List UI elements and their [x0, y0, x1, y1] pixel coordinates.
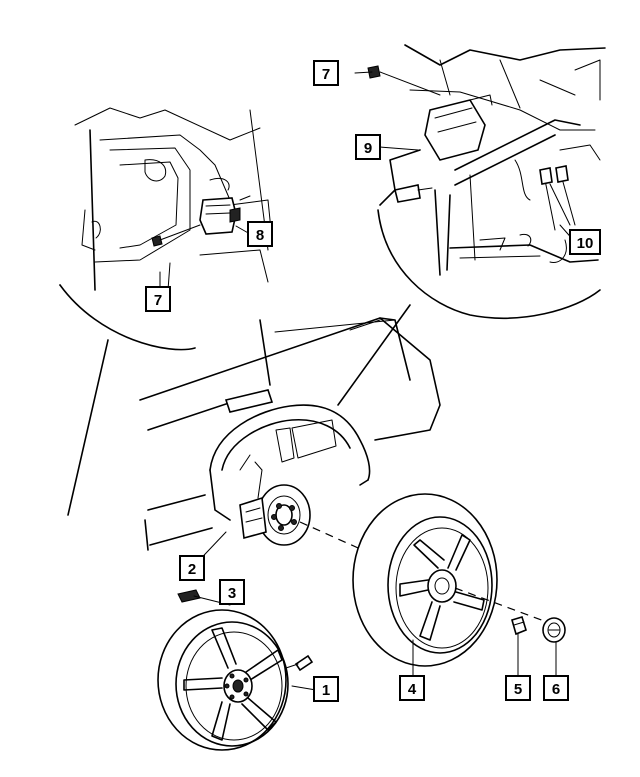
svg-text:5: 5 — [514, 681, 522, 698]
svg-text:2: 2 — [188, 561, 196, 578]
callout-1: 1 — [313, 676, 339, 702]
callout-6: 6 — [543, 675, 569, 701]
leader-line-left — [67, 339, 109, 516]
callout-4: 4 — [399, 675, 425, 701]
callout-3: 3 — [219, 579, 245, 605]
callout-9: 9 — [355, 134, 381, 160]
svg-text:6: 6 — [552, 681, 560, 698]
svg-text:9: 9 — [364, 140, 372, 157]
svg-text:10: 10 — [577, 235, 594, 252]
alloy-wheel — [157, 609, 314, 751]
detail-view-right — [367, 44, 606, 319]
lug-nut — [511, 616, 527, 636]
tpms-sensor — [177, 589, 201, 603]
svg-text:7: 7 — [322, 66, 330, 83]
center-cap — [542, 617, 566, 643]
leader-line-right — [337, 304, 411, 406]
callout-7-top: 7 — [313, 60, 339, 86]
svg-text:8: 8 — [256, 227, 264, 244]
svg-text:3: 3 — [228, 585, 236, 602]
detail-view-left — [59, 107, 273, 351]
callout-2: 2 — [179, 555, 205, 581]
callout-8: 8 — [247, 221, 273, 247]
tire-assembly — [352, 493, 556, 667]
callout-7-left: 7 — [145, 286, 171, 312]
callout-5: 5 — [505, 675, 531, 701]
callout-10: 10 — [569, 229, 601, 255]
svg-text:1: 1 — [322, 682, 330, 699]
vehicle-body — [139, 317, 441, 551]
svg-text:7: 7 — [154, 292, 162, 309]
svg-text:4: 4 — [408, 681, 417, 698]
